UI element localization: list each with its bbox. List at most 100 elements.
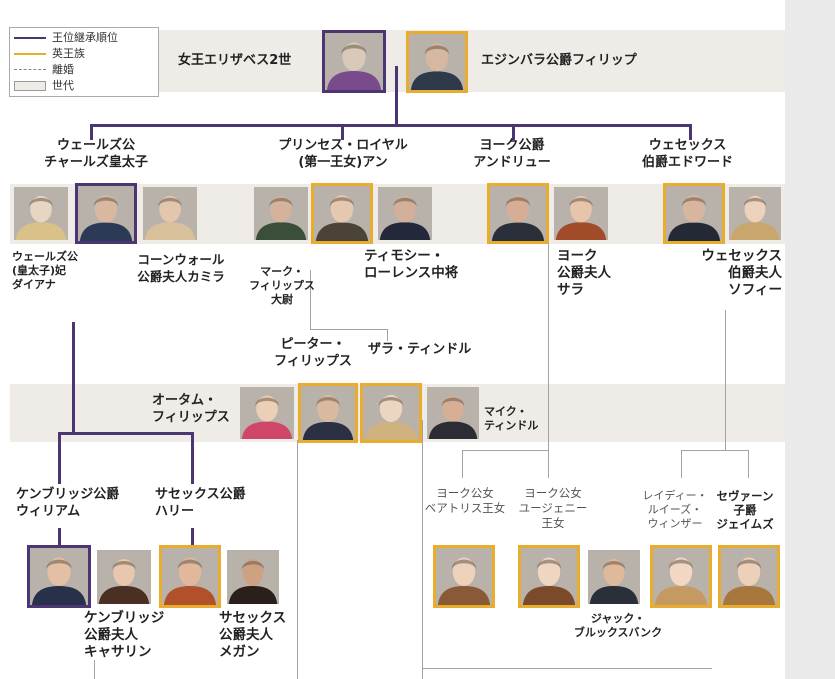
label-meghan: サセックス 公爵夫人 メガン: [219, 610, 286, 661]
portrait-philip: [406, 31, 468, 93]
connector-line: [748, 450, 749, 478]
portrait-mike: [425, 385, 481, 441]
label-line: ヨーク公爵: [479, 138, 545, 153]
person-silhouette-icon: [490, 186, 546, 241]
label-edward: ウェセックス 伯爵エドワード: [630, 137, 745, 171]
label-line: ヨーク: [557, 248, 598, 264]
label-line: サセックス: [219, 610, 287, 626]
person-silhouette-icon: [729, 187, 781, 240]
person-silhouette-icon: [666, 186, 722, 241]
legend-text: 離婚: [52, 63, 74, 76]
connector-line: [387, 329, 388, 341]
connector-line: [422, 420, 423, 679]
label-camilla: コーンウォール 公爵夫人カミラ: [125, 251, 237, 285]
succession-line: [191, 528, 194, 548]
portrait-autumn: [238, 385, 296, 441]
person-silhouette-icon: [378, 187, 432, 240]
portrait-edward: [663, 183, 725, 244]
label-line: ウェールズ公: [56, 138, 135, 153]
person-silhouette-icon: [301, 386, 355, 440]
label-line: ソフィー: [728, 282, 782, 298]
label-line: ダイアナ: [12, 278, 56, 291]
label-mark: マーク・ フィリップス 大尉: [244, 265, 320, 307]
label-line: 公爵夫人カミラ: [137, 269, 225, 284]
label-eugenie: ヨーク公女 ユージェニー 王女: [508, 486, 598, 531]
label-line: フィリップス: [274, 354, 352, 369]
person-silhouette-icon: [554, 187, 608, 240]
connector-line: [422, 668, 712, 669]
succession-line: [58, 528, 61, 548]
legend: 王位継承順位 英王族 離婚 世代: [9, 27, 159, 97]
succession-line: [689, 124, 692, 140]
person-silhouette-icon: [78, 186, 134, 241]
portrait-anne: [311, 183, 373, 244]
label-line: ウェールズ公: [12, 250, 78, 263]
label-line: ウェセックス: [648, 138, 727, 153]
succession-line: [72, 322, 75, 434]
label-line: コーンウォール: [137, 252, 225, 267]
label-timothy: ティモシー・ ローレンス中将: [364, 248, 458, 282]
person-silhouette-icon: [653, 548, 709, 605]
label-line: サラ: [557, 282, 584, 298]
label-line: フィリップス: [152, 410, 230, 425]
succession-swatch: [14, 37, 46, 39]
portrait-peter: [298, 383, 358, 443]
portrait-zara: [360, 383, 422, 443]
succession-line: [191, 432, 194, 484]
connector-line: [548, 244, 549, 450]
portrait-charles: [75, 183, 137, 244]
person-silhouette-icon: [521, 548, 577, 605]
label-peter: ピーター・ フィリップス: [268, 336, 358, 370]
succession-line: [58, 432, 61, 484]
person-silhouette-icon: [409, 34, 465, 90]
portrait-elizabeth: [322, 30, 386, 93]
label-anne: プリンセス・ロイヤル (第一王女)アン: [268, 137, 418, 171]
label-line: セヴァーン: [716, 489, 774, 503]
person-silhouette-icon: [240, 387, 294, 439]
portrait-eugenie: [518, 545, 580, 608]
portrait-camilla: [141, 185, 199, 242]
person-silhouette-icon: [30, 548, 88, 605]
label-mike: マイク・ ティンドル: [484, 405, 538, 433]
succession-line: [341, 124, 344, 140]
label-line: ヨーク公女: [436, 486, 494, 500]
connector-line: [681, 450, 682, 478]
label-line: サセックス公爵: [155, 487, 246, 502]
label-line: ティンドル: [484, 419, 539, 432]
portrait-diana: [12, 185, 70, 242]
portrait-louise: [650, 545, 712, 608]
label-line: ジェイムズ: [716, 517, 774, 531]
label-line: ウェセックス: [701, 248, 782, 264]
label-autumn: オータム・ フィリップス: [152, 392, 230, 426]
label-andrew: ヨーク公爵 アンドリュー: [462, 137, 562, 171]
person-silhouette-icon: [97, 550, 151, 604]
label-sarah: ヨーク 公爵夫人 サラ: [557, 248, 611, 299]
label-louise: レイディー・ ルイーズ・ ウィンザー: [640, 489, 710, 531]
person-silhouette-icon: [721, 548, 777, 605]
label-line: 大尉: [271, 293, 293, 306]
portrait-mark: [252, 185, 310, 242]
succession-line: [512, 124, 515, 140]
label-sophie: ウェセックス 伯爵夫人 ソフィー: [690, 248, 782, 299]
label-line: 伯爵夫人: [728, 265, 782, 281]
label-line: ブルックスバンク: [573, 626, 663, 639]
label-line: ユージェニー: [518, 501, 588, 515]
label-beatrice: ヨーク公女 ベアトリス王女: [415, 486, 515, 516]
label-james: セヴァーン 子爵 ジェイムズ: [706, 489, 784, 531]
connector-line: [681, 450, 749, 451]
label-line: マイク・: [484, 405, 528, 418]
portrait-james: [718, 545, 780, 608]
person-silhouette-icon: [588, 550, 640, 604]
label-line: ヨーク公女: [524, 486, 582, 500]
person-silhouette-icon: [427, 387, 479, 439]
label-charles: ウェールズ公 チャールズ皇太子: [36, 137, 156, 171]
succession-line: [90, 124, 692, 127]
connector-line: [297, 440, 298, 679]
label-kate: ケンブリッジ 公爵夫人 キャサリン: [84, 610, 164, 661]
label-line: フィリップス: [249, 279, 315, 292]
label-line: マーク・: [260, 265, 304, 278]
portrait-sophie: [727, 185, 783, 242]
legend-text: 英王族: [52, 47, 85, 60]
label-line: キャサリン: [84, 644, 152, 660]
label-elizabeth: 女王エリザベス2世: [178, 53, 292, 68]
